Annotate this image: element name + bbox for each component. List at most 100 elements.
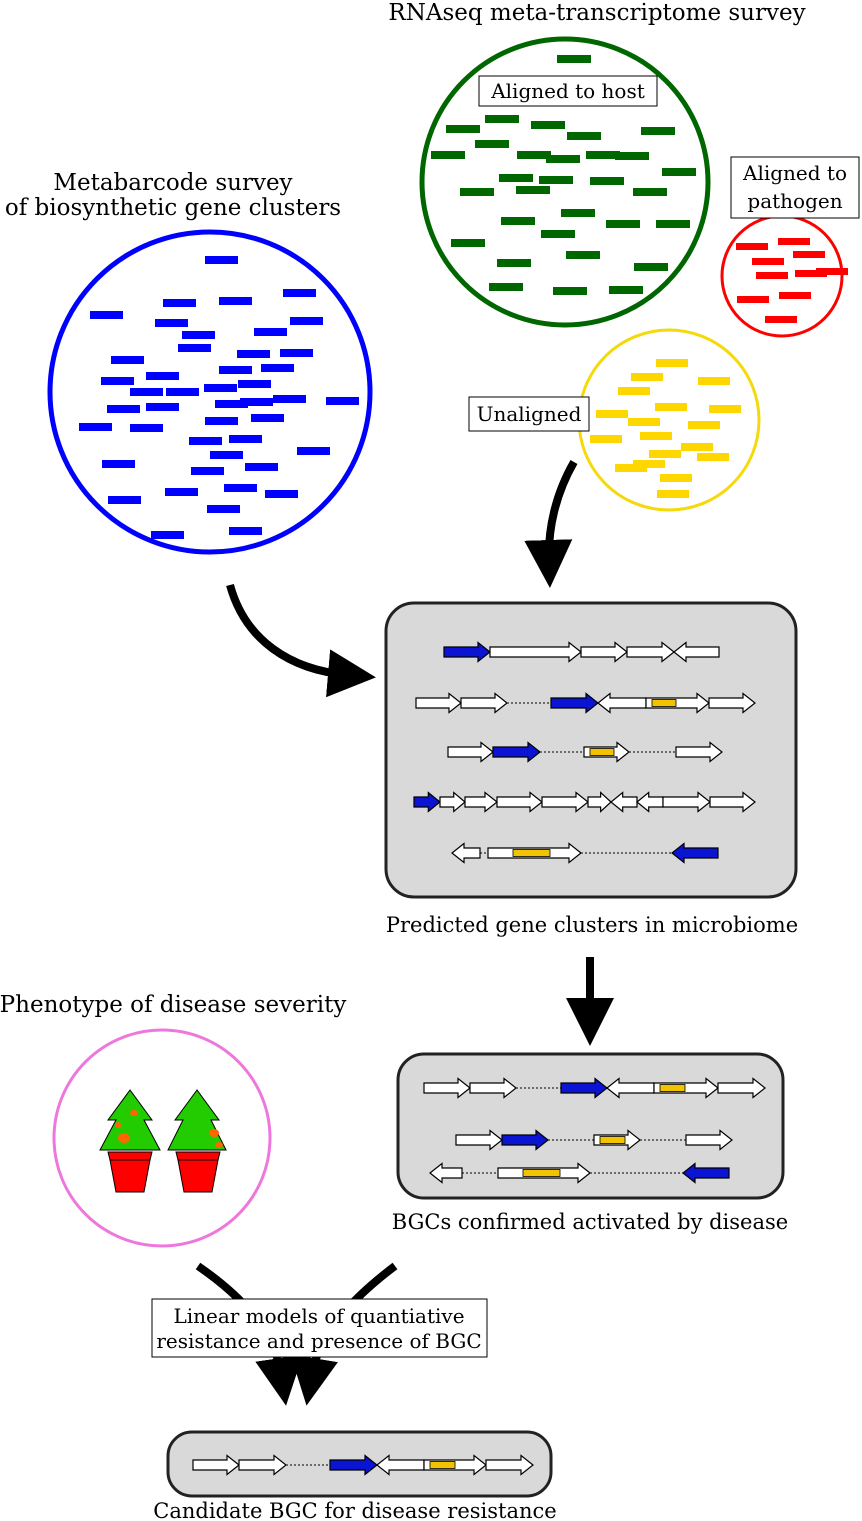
unaligned-read (660, 474, 692, 482)
gene-domain-mark (589, 748, 615, 756)
focal-gene-arrow (560, 1077, 608, 1099)
unaligned-read (697, 453, 729, 461)
gene-arrow (469, 1077, 517, 1099)
aligned-pathogen-line1: Aligned to (742, 161, 847, 185)
gene-arrow (541, 791, 589, 813)
blue-read (326, 397, 359, 405)
host-read (633, 188, 667, 196)
blue-read (165, 488, 198, 496)
pathogen-read (816, 268, 848, 275)
blue-read (237, 350, 270, 358)
host-read (431, 151, 465, 159)
blue-read (280, 349, 313, 357)
unaligned-label: Unaligned (468, 396, 590, 432)
blue-read (189, 437, 222, 445)
blue-read (265, 490, 298, 498)
host-read (499, 174, 533, 182)
host-read (546, 155, 580, 163)
gene-arrow (626, 641, 675, 663)
blue-read (219, 366, 252, 374)
gene-arrow (709, 791, 756, 813)
host-read (606, 220, 640, 228)
gene-domain-mark (429, 1461, 456, 1469)
gene-arrow (455, 1129, 503, 1151)
gene-arrow (439, 791, 466, 813)
confirmed-caption: BGCs confirmed activated by disease (392, 1210, 788, 1234)
blue-read (261, 364, 294, 372)
phenotype-circle (52, 1028, 272, 1248)
unaligned-reads (590, 359, 741, 498)
candidate-cluster-panel (166, 1430, 553, 1498)
blue-read (204, 384, 237, 392)
host-read (489, 283, 523, 291)
focal-gene-arrow (682, 1162, 730, 1184)
linear-models-line2: resistance and presence of BGC (156, 1329, 481, 1353)
gene-arrow (675, 741, 723, 763)
focal-gene-arrow (550, 692, 599, 714)
blue-read (166, 388, 199, 396)
curved-arrow-icon (226, 583, 376, 698)
blue-read (245, 463, 278, 471)
pathogen-read (795, 270, 827, 277)
focal-gene-arrow (501, 1129, 549, 1151)
gene-arrow (645, 692, 710, 714)
blue-read (191, 467, 224, 475)
blue-read (163, 299, 196, 307)
host-read (541, 230, 575, 238)
pathogen-read (736, 243, 768, 250)
host-read (656, 220, 690, 228)
unaligned-read (709, 405, 741, 413)
gene-arrow (580, 641, 628, 663)
phenotype-title: Phenotype of disease severity (0, 992, 346, 1018)
blue-read (79, 423, 112, 431)
gene-arrow (662, 791, 711, 813)
unaligned-read (688, 421, 720, 429)
metabarcode-title-line1: Metabarcode survey (53, 170, 292, 196)
blue-read (215, 400, 248, 408)
host-read (517, 151, 551, 159)
unaligned-read (633, 460, 665, 468)
unaligned-read (698, 377, 730, 385)
gene-arrow (587, 791, 612, 813)
host-read (561, 209, 595, 217)
blue-read (283, 289, 316, 297)
linear-models-line1: Linear models of quantiative (173, 1304, 464, 1328)
blue-read (297, 447, 330, 455)
gene-arrow (447, 741, 494, 763)
gene-domain-mark (651, 699, 677, 707)
blue-read (146, 403, 179, 411)
gene-arrow (597, 692, 647, 714)
blue-read (210, 451, 243, 459)
gene-arrow (610, 791, 638, 813)
gene-arrow (606, 1077, 655, 1099)
host-read (553, 287, 587, 295)
unaligned-read (615, 464, 647, 472)
host-read (557, 55, 591, 63)
gene-arrow (636, 791, 664, 813)
potted-tree-icon (167, 1089, 227, 1193)
blue-read (254, 328, 287, 336)
host-read (567, 132, 601, 140)
unaligned-read (590, 435, 622, 443)
host-read (475, 140, 509, 148)
blue-read (182, 331, 215, 339)
blue-read (90, 311, 123, 319)
gene-domain-mark (522, 1169, 561, 1177)
unaligned-read (681, 443, 713, 451)
unaligned-read (656, 359, 688, 367)
blue-read (102, 460, 135, 468)
blue-read (229, 527, 262, 535)
curved-arrow-icon (524, 460, 578, 588)
host-read (539, 176, 573, 184)
confirmed-gene-clusters (423, 1077, 766, 1184)
host-read (516, 186, 550, 194)
focal-gene-arrow (671, 842, 719, 864)
aligned-host-text: Aligned to host (490, 79, 645, 103)
pathogen-read (793, 251, 825, 258)
gene-arrow (717, 1077, 766, 1099)
blue-read (240, 398, 273, 406)
host-read (566, 251, 600, 259)
unaligned-read (649, 450, 681, 458)
focal-gene-arrow (329, 1454, 378, 1476)
